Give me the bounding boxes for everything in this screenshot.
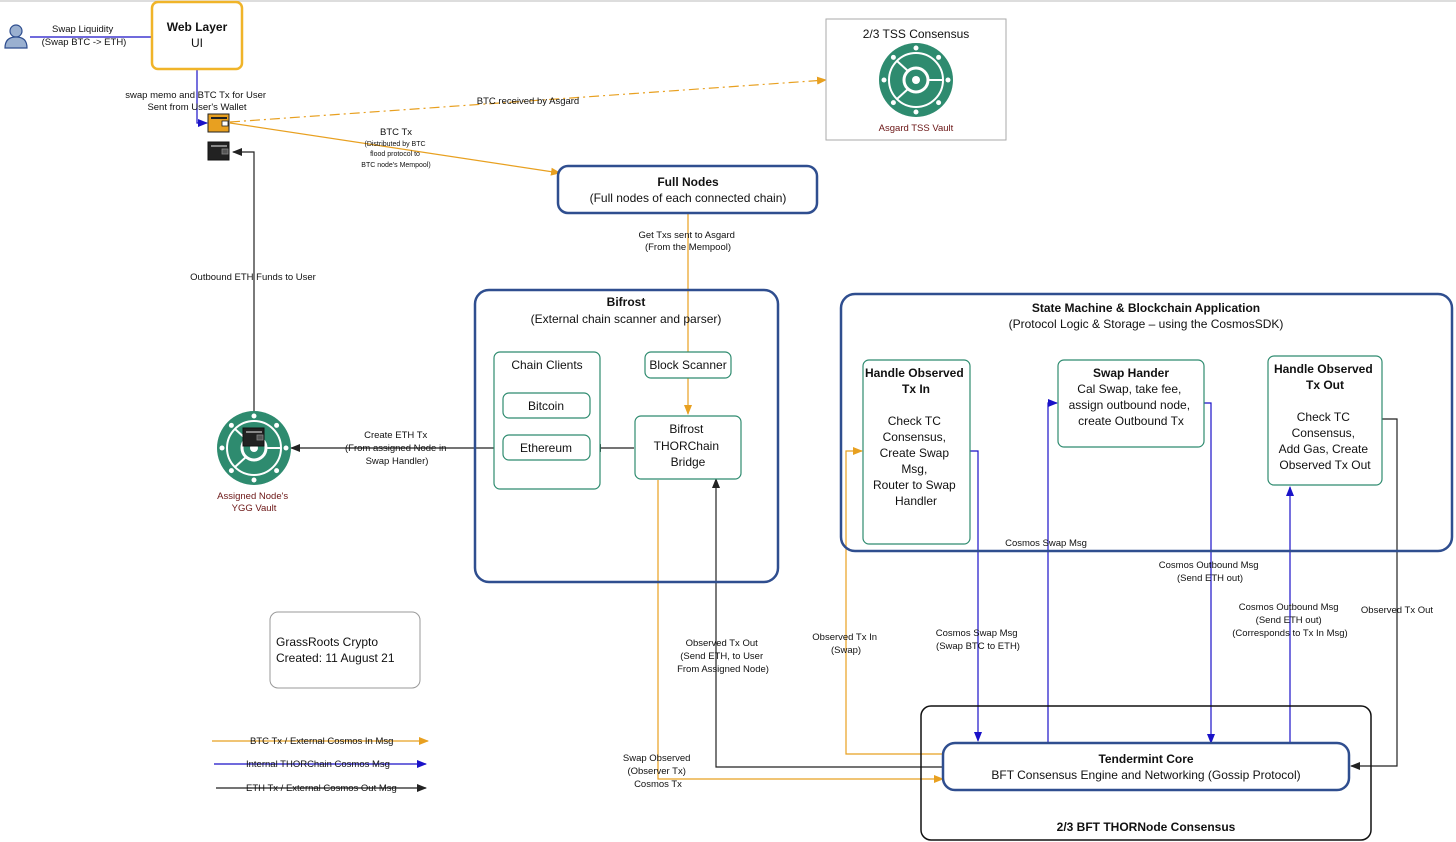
cosmos-outbound-edge (1204, 402, 1215, 744)
btc-tx-title-label: BTC Tx (380, 127, 412, 138)
chain-clients-title: Chain Clients (511, 358, 582, 372)
bifrost-subtitle: (External chain scanner and parser) (531, 312, 722, 326)
ygg-vault-icon (217, 411, 291, 485)
bitcoin-client-label: Bitcoin (528, 399, 564, 413)
cosmos-swap-msg-label: Cosmos Swap Msg (Swap BTC to ETH) (936, 628, 1020, 652)
bitcoin-client-box (502, 392, 591, 419)
observed-tx-out-right-label: Observed Tx Out (1361, 605, 1434, 616)
bft-consensus-label: 2/3 BFT THORNode Consensus (1057, 820, 1236, 834)
web-layer-subtitle: UI (191, 36, 203, 50)
credits-box (269, 611, 421, 689)
cosmos-swap-msg-edge (970, 450, 982, 742)
state-machine-box (839, 292, 1454, 553)
full-nodes-box (556, 164, 819, 215)
state-machine-title: State Machine & Blockchain Application (1032, 301, 1260, 315)
observed-tx-in-label: Observed Tx In (Swap) (812, 632, 879, 656)
return-wallet-icon (207, 141, 230, 161)
ethereum-client-box (502, 434, 591, 461)
user-wallet-icon (207, 113, 230, 133)
outbound-eth-label: Outbound ETH Funds to User (190, 272, 316, 283)
user-icon (4, 24, 28, 49)
swap-handler-box (1057, 359, 1205, 448)
credits-text: GrassRoots Crypto Created: 11 August 21 (276, 635, 395, 665)
bifrost-title: Bifrost (607, 295, 646, 309)
asgard-vault-icon (879, 43, 953, 117)
bifrost-box (473, 288, 780, 584)
handle-observed-in-box (862, 359, 971, 545)
legend: BTC Tx / External Cosmos In Msg Internal… (212, 736, 429, 794)
swap-observed-label: Swap Observed (Observer Tx) Cosmos Tx (623, 753, 693, 790)
full-nodes-subtitle: (Full nodes of each connected chain) (590, 191, 787, 205)
observed-tx-out-edge (712, 478, 943, 768)
btc-tx-notes-label: (Distributed by BTC flood protocol to BT… (361, 141, 430, 169)
block-scanner-label: Block Scanner (649, 358, 726, 372)
outbound-eth-edge (232, 148, 255, 430)
observed-tx-out-mid-label: Observed Tx Out (Send ETH, to User From … (677, 638, 769, 675)
observed-tx-out-right-edge (1350, 418, 1398, 770)
handle-observed-in-body: Check TC Consensus, Create Swap Msg, Rou… (873, 414, 959, 508)
handle-observed-in-title: Handle Observed Tx In (865, 366, 967, 396)
block-scanner-box (644, 351, 732, 379)
handle-observed-out-body: Check TC Consensus, Add Gas, Create Obse… (1279, 410, 1372, 472)
btc-received-label: BTC received by Asgard (477, 96, 579, 107)
bridge-label: Bifrost THORChain Bridge (654, 422, 723, 469)
chain-clients-box (493, 351, 601, 490)
handle-observed-out-title: Handle Observed Tx Out (1274, 362, 1376, 392)
observed-tx-in-edge (845, 447, 943, 755)
swap-memo-label: swap memo and BTC Tx for User Sent from … (125, 90, 268, 113)
full-nodes-title: Full Nodes (657, 175, 719, 189)
create-eth-label: Create ETH Tx (From assigned Node in Swa… (345, 430, 449, 467)
tendermint-core-subtitle: BFT Consensus Engine and Networking (Gos… (991, 768, 1300, 782)
legend-label-btc: BTC Tx / External Cosmos In Msg (250, 736, 393, 747)
cosmos-outbound-eth-label: Cosmos Outbound Msg (Send ETH out) (1159, 560, 1261, 584)
web-layer-box (150, 0, 244, 71)
tendermint-core-box (941, 741, 1351, 792)
asgard-vault-label: Asgard TSS Vault (879, 123, 954, 134)
tendermint-core-title: Tendermint Core (1098, 752, 1193, 766)
web-layer-title: Web Layer (167, 20, 228, 34)
ygg-vault-label: Assigned Node's YGG Vault (217, 491, 291, 514)
tss-consensus-title: 2/3 TSS Consensus (863, 27, 970, 41)
cosmos-outbound-corr-label: Cosmos Outbound Msg (Send ETH out) (Corr… (1232, 602, 1347, 639)
cosmos-swap-msg-up-edge (1047, 399, 1058, 743)
swap-observed-edge (657, 480, 944, 783)
legend-label-internal: Internal THORChain Cosmos Msg (246, 759, 390, 770)
ethereum-client-label: Ethereum (520, 441, 572, 455)
handle-observed-out-box (1267, 355, 1383, 486)
ygg-wallet-icon (242, 427, 265, 447)
swap-handler-title: Swap Hander (1093, 366, 1169, 380)
legend-label-eth: ETH Tx / External Cosmos Out Msg (246, 783, 397, 794)
get-txs-label: Get Txs sent to Asgard (From the Mempool… (638, 230, 737, 253)
swap-handler-body: Cal Swap, take fee, assign outbound node… (1069, 382, 1194, 428)
bft-consensus-box (920, 705, 1372, 841)
btc-tx-edge (229, 122, 561, 176)
state-machine-subtitle: (Protocol Logic & Storage – using the Co… (1009, 317, 1284, 331)
cosmos-swap-msg-top-label: Cosmos Swap Msg (1005, 538, 1087, 549)
web-to-wallet-edge (196, 70, 208, 127)
bridge-box (634, 415, 742, 480)
user-label: Swap Liquidity (Swap BTC -> ETH) (42, 24, 127, 48)
